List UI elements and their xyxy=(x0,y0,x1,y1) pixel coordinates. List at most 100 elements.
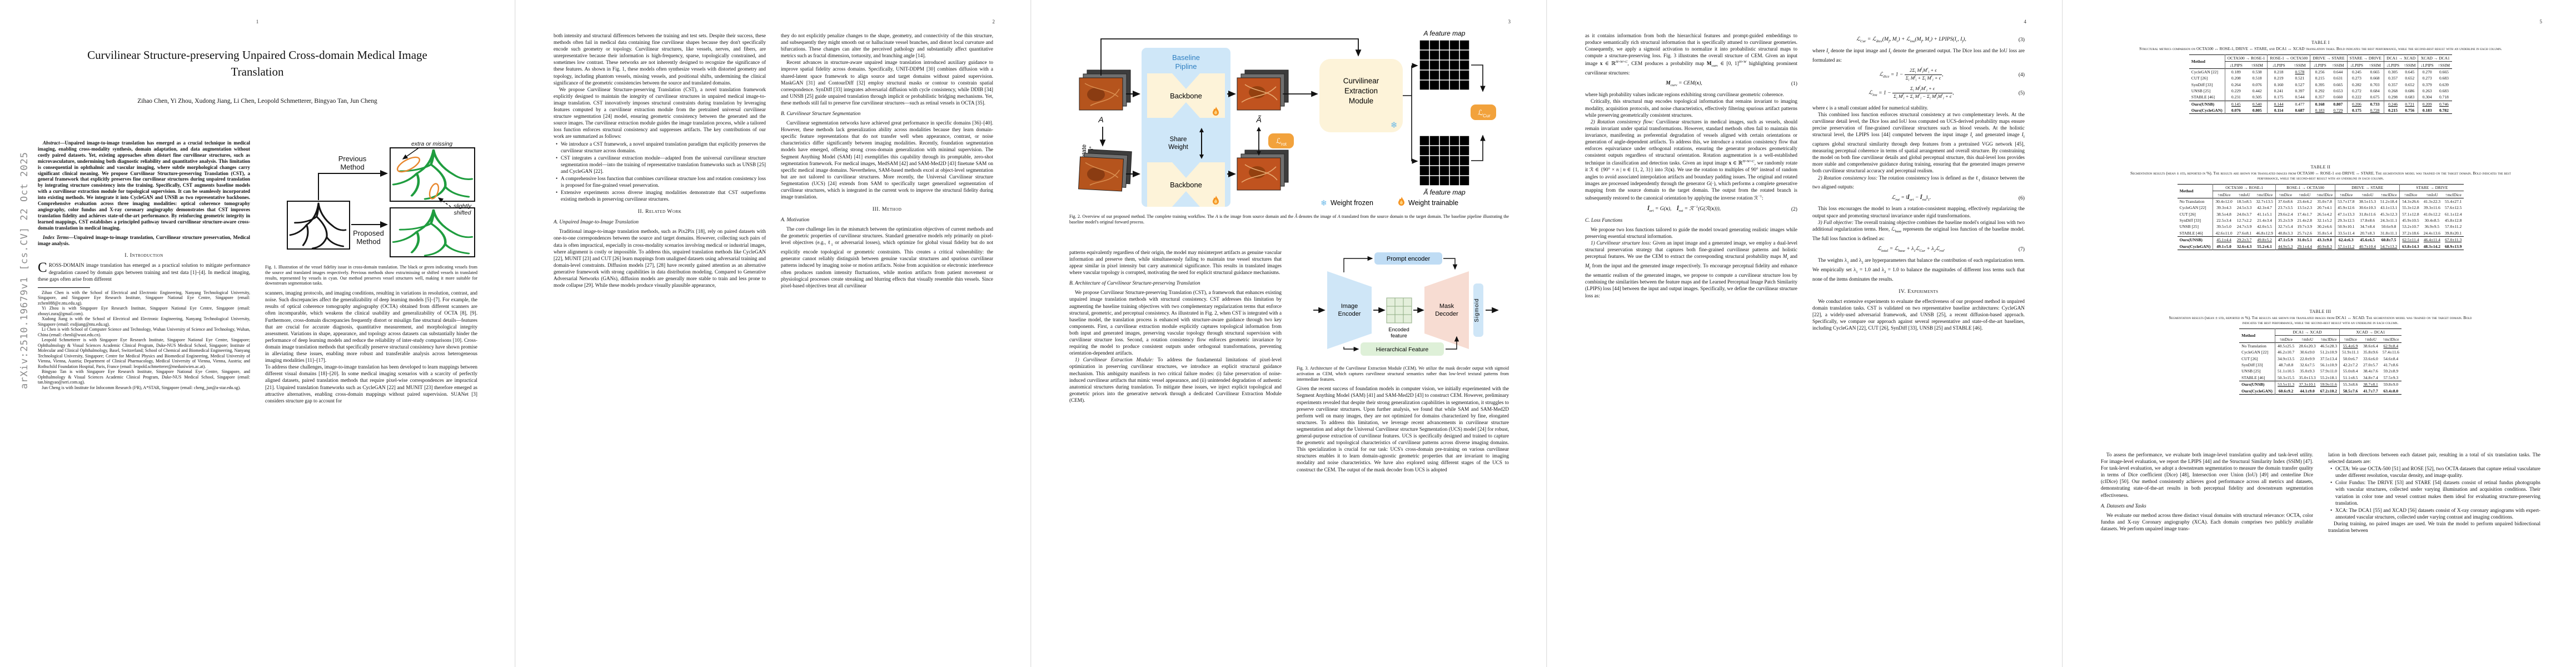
equation-7: ℒtotal = ℒbase + λ1ℒCur + λ2ℒrot.(7) xyxy=(1812,246,2025,253)
backbone-label: Backbone xyxy=(1170,92,1202,100)
metric-value: 45.1±4.4 xyxy=(2213,236,2235,243)
rotated-image-stack xyxy=(1078,148,1132,192)
metric-value: 24.7±3.9 xyxy=(2236,224,2252,230)
metric-value: 53.7±17.8 xyxy=(2335,198,2357,205)
metric-value: 47.1±13.3 xyxy=(2335,211,2357,217)
metric-value: 0.645 xyxy=(2405,69,2415,74)
cem-output-connector xyxy=(1403,65,1416,162)
hierarchical-feature-box xyxy=(1361,342,1444,356)
body-paragraph: Recent advances in structure-aware unpai… xyxy=(781,59,993,106)
metric-value: 48.3±14.2 xyxy=(2423,243,2441,249)
metric-value: 0.175 xyxy=(2346,107,2366,114)
metric-value: 35.8±5.4 xyxy=(2317,230,2332,236)
metric-value: 54.6±8.4 xyxy=(2383,356,2399,361)
figure-1: Previous Method Proposed Method xyxy=(265,140,477,286)
metric-value: 41.7±8.6 xyxy=(2383,362,2399,368)
metric-value: 29.3±12.5 xyxy=(2335,217,2357,224)
svg-text:Method: Method xyxy=(340,163,364,171)
equation-number: (3) xyxy=(2018,36,2025,43)
metric-header: ↓LPIPS xyxy=(2418,61,2436,69)
metric-value: 39.3±11.6 xyxy=(2423,205,2440,211)
snowflake-icon: ❄ xyxy=(1321,198,1327,207)
metric-value: 0.756 xyxy=(2405,108,2415,113)
method-name: CUT [26] xyxy=(2191,76,2208,81)
metric-value: 51.2±18.4 xyxy=(2380,198,2398,204)
loss-rot-symbol: ℒ xyxy=(1276,137,1281,145)
metric-value: 0.270 xyxy=(2418,68,2436,76)
metric-value: 46.5±28.3 xyxy=(2320,343,2338,349)
metric-value: 33.6±6.0 xyxy=(2363,356,2378,361)
metric-header: ↑mIoU xyxy=(2364,336,2377,342)
metric-value: 0.668 xyxy=(2370,76,2380,81)
method-name: STABLE [46] xyxy=(2241,375,2265,380)
svg-text:feature: feature xyxy=(1391,333,1407,339)
shift-annotation-arrow xyxy=(437,197,451,207)
backbone-bottom: Backbone xyxy=(1147,162,1225,207)
metric-value: 0.675 xyxy=(2370,94,2380,100)
a-feature-map-label: A feature map xyxy=(1423,29,1466,37)
metric-value: 0.733 xyxy=(2370,101,2380,107)
metric-header: ↑mIoU xyxy=(2361,192,2374,197)
metric-value: 0.273 xyxy=(2418,75,2436,82)
body-paragraph: where ϵ is a small constant added for nu… xyxy=(1812,104,1929,111)
metric-value: 32.7±5.4 xyxy=(2275,223,2295,230)
metric-header: ↑mclDice xyxy=(2383,336,2399,342)
author-footnote: Bingyao Tan is with Singapore Eye Resear… xyxy=(38,369,250,385)
page3-right-column: Prompt encoder Image Encoder Encoded fea… xyxy=(1297,249,1509,627)
metric-value: 31.8±11.6 xyxy=(2359,211,2376,217)
extra-vessel-annotation xyxy=(396,156,421,173)
metric-header: ↑mclDice xyxy=(2320,336,2337,342)
column-group-header: DCA1 → XCAD xyxy=(2383,54,2418,62)
subsection-heading-loss-functions: C. Loss Functions xyxy=(1585,218,1623,224)
metric-value: 0.189 xyxy=(2224,68,2247,76)
metric-value: 30.4±12.0 xyxy=(2213,198,2235,205)
curvilinear-extraction-module: Curvilinear Extraction Module ❄ xyxy=(1319,59,1403,132)
metric-value: 0.652 xyxy=(2405,82,2415,87)
metric-value: 24.4±13.6 xyxy=(2423,230,2441,236)
input-image-label: A xyxy=(1098,115,1103,124)
method-name: SynDiff [33] xyxy=(2179,218,2201,223)
metric-value: 0.665 xyxy=(2370,69,2380,74)
metric-value: 21.4±3.4 xyxy=(2257,218,2272,223)
translated-image-stack xyxy=(1237,69,1289,111)
metric-value: 50.3±15.5 xyxy=(2274,374,2297,381)
column-group-header: XCAD → DCA1 xyxy=(2339,328,2401,336)
metric-header: ↑mIoU xyxy=(2426,192,2438,197)
metric-value: 54.7±13.2 xyxy=(2380,243,2398,249)
metric-value: 57.9±11.0 xyxy=(2320,369,2337,374)
metric-value: 29.6±2.4 xyxy=(2275,211,2295,217)
experiments-intro-text: We conduct extensive experiments to eval… xyxy=(1812,298,2025,331)
page-4: 4 as it contains information from both t… xyxy=(1547,0,2062,667)
dataset-bullet: XCA: The DCA1 [55] and XCAD [56] dataset… xyxy=(2328,507,2540,520)
paper-title: Curvilinear Structure-preserving Unpaire… xyxy=(87,48,427,78)
metric-value: 31.8±11.1 xyxy=(2380,230,2398,236)
metric-value: 0.229 xyxy=(2224,87,2247,94)
metric-header: ↑mDice xyxy=(2275,191,2295,198)
metric-value: 0.256 xyxy=(2310,68,2329,76)
metric-value: 0.357 xyxy=(2383,75,2402,82)
metric-value: 50.0±6.7 xyxy=(2339,355,2361,362)
metric-value: 37.6±8.6 xyxy=(2275,198,2295,205)
translated-image-label: Ã xyxy=(1255,115,1261,124)
body-paragraph: both intensity and structural difference… xyxy=(554,33,766,86)
metric-value: 0.728 xyxy=(2370,108,2380,113)
metric-value: 0.357 xyxy=(2310,94,2329,101)
page-2: 2 both intensity and structural differen… xyxy=(516,0,1031,667)
metric-value: 62.4±6.3 xyxy=(2335,236,2357,243)
method-name: CUT [26] xyxy=(2241,356,2258,361)
body-paragraph: 3) Full objective: The overall training … xyxy=(1812,219,2025,241)
column-group-header: STARE → DRIVE xyxy=(2399,184,2464,192)
equation-body: Îori = G(x), Îrot = ℛ−1(G(ℛ(x))), xyxy=(1647,205,1721,213)
metric-value: 36.9±9.5 xyxy=(2424,224,2440,230)
prompt-encoder-label: Prompt encoder xyxy=(1387,256,1431,262)
metric-value: 0.683 xyxy=(2439,88,2449,94)
column-group-header: DRIVE → STARE xyxy=(2335,184,2400,192)
metric-value: 0.379 xyxy=(2418,81,2436,88)
metric-value: 32.1±5.2 xyxy=(2317,218,2332,223)
metric-value: 38.6±6.4 xyxy=(2363,343,2378,349)
weight-frozen-label: Weight frozen xyxy=(1331,199,1373,207)
page-1: 1 arXiv:2510.19679v1 [cs.CV] 22 Oct 2025… xyxy=(0,0,515,667)
